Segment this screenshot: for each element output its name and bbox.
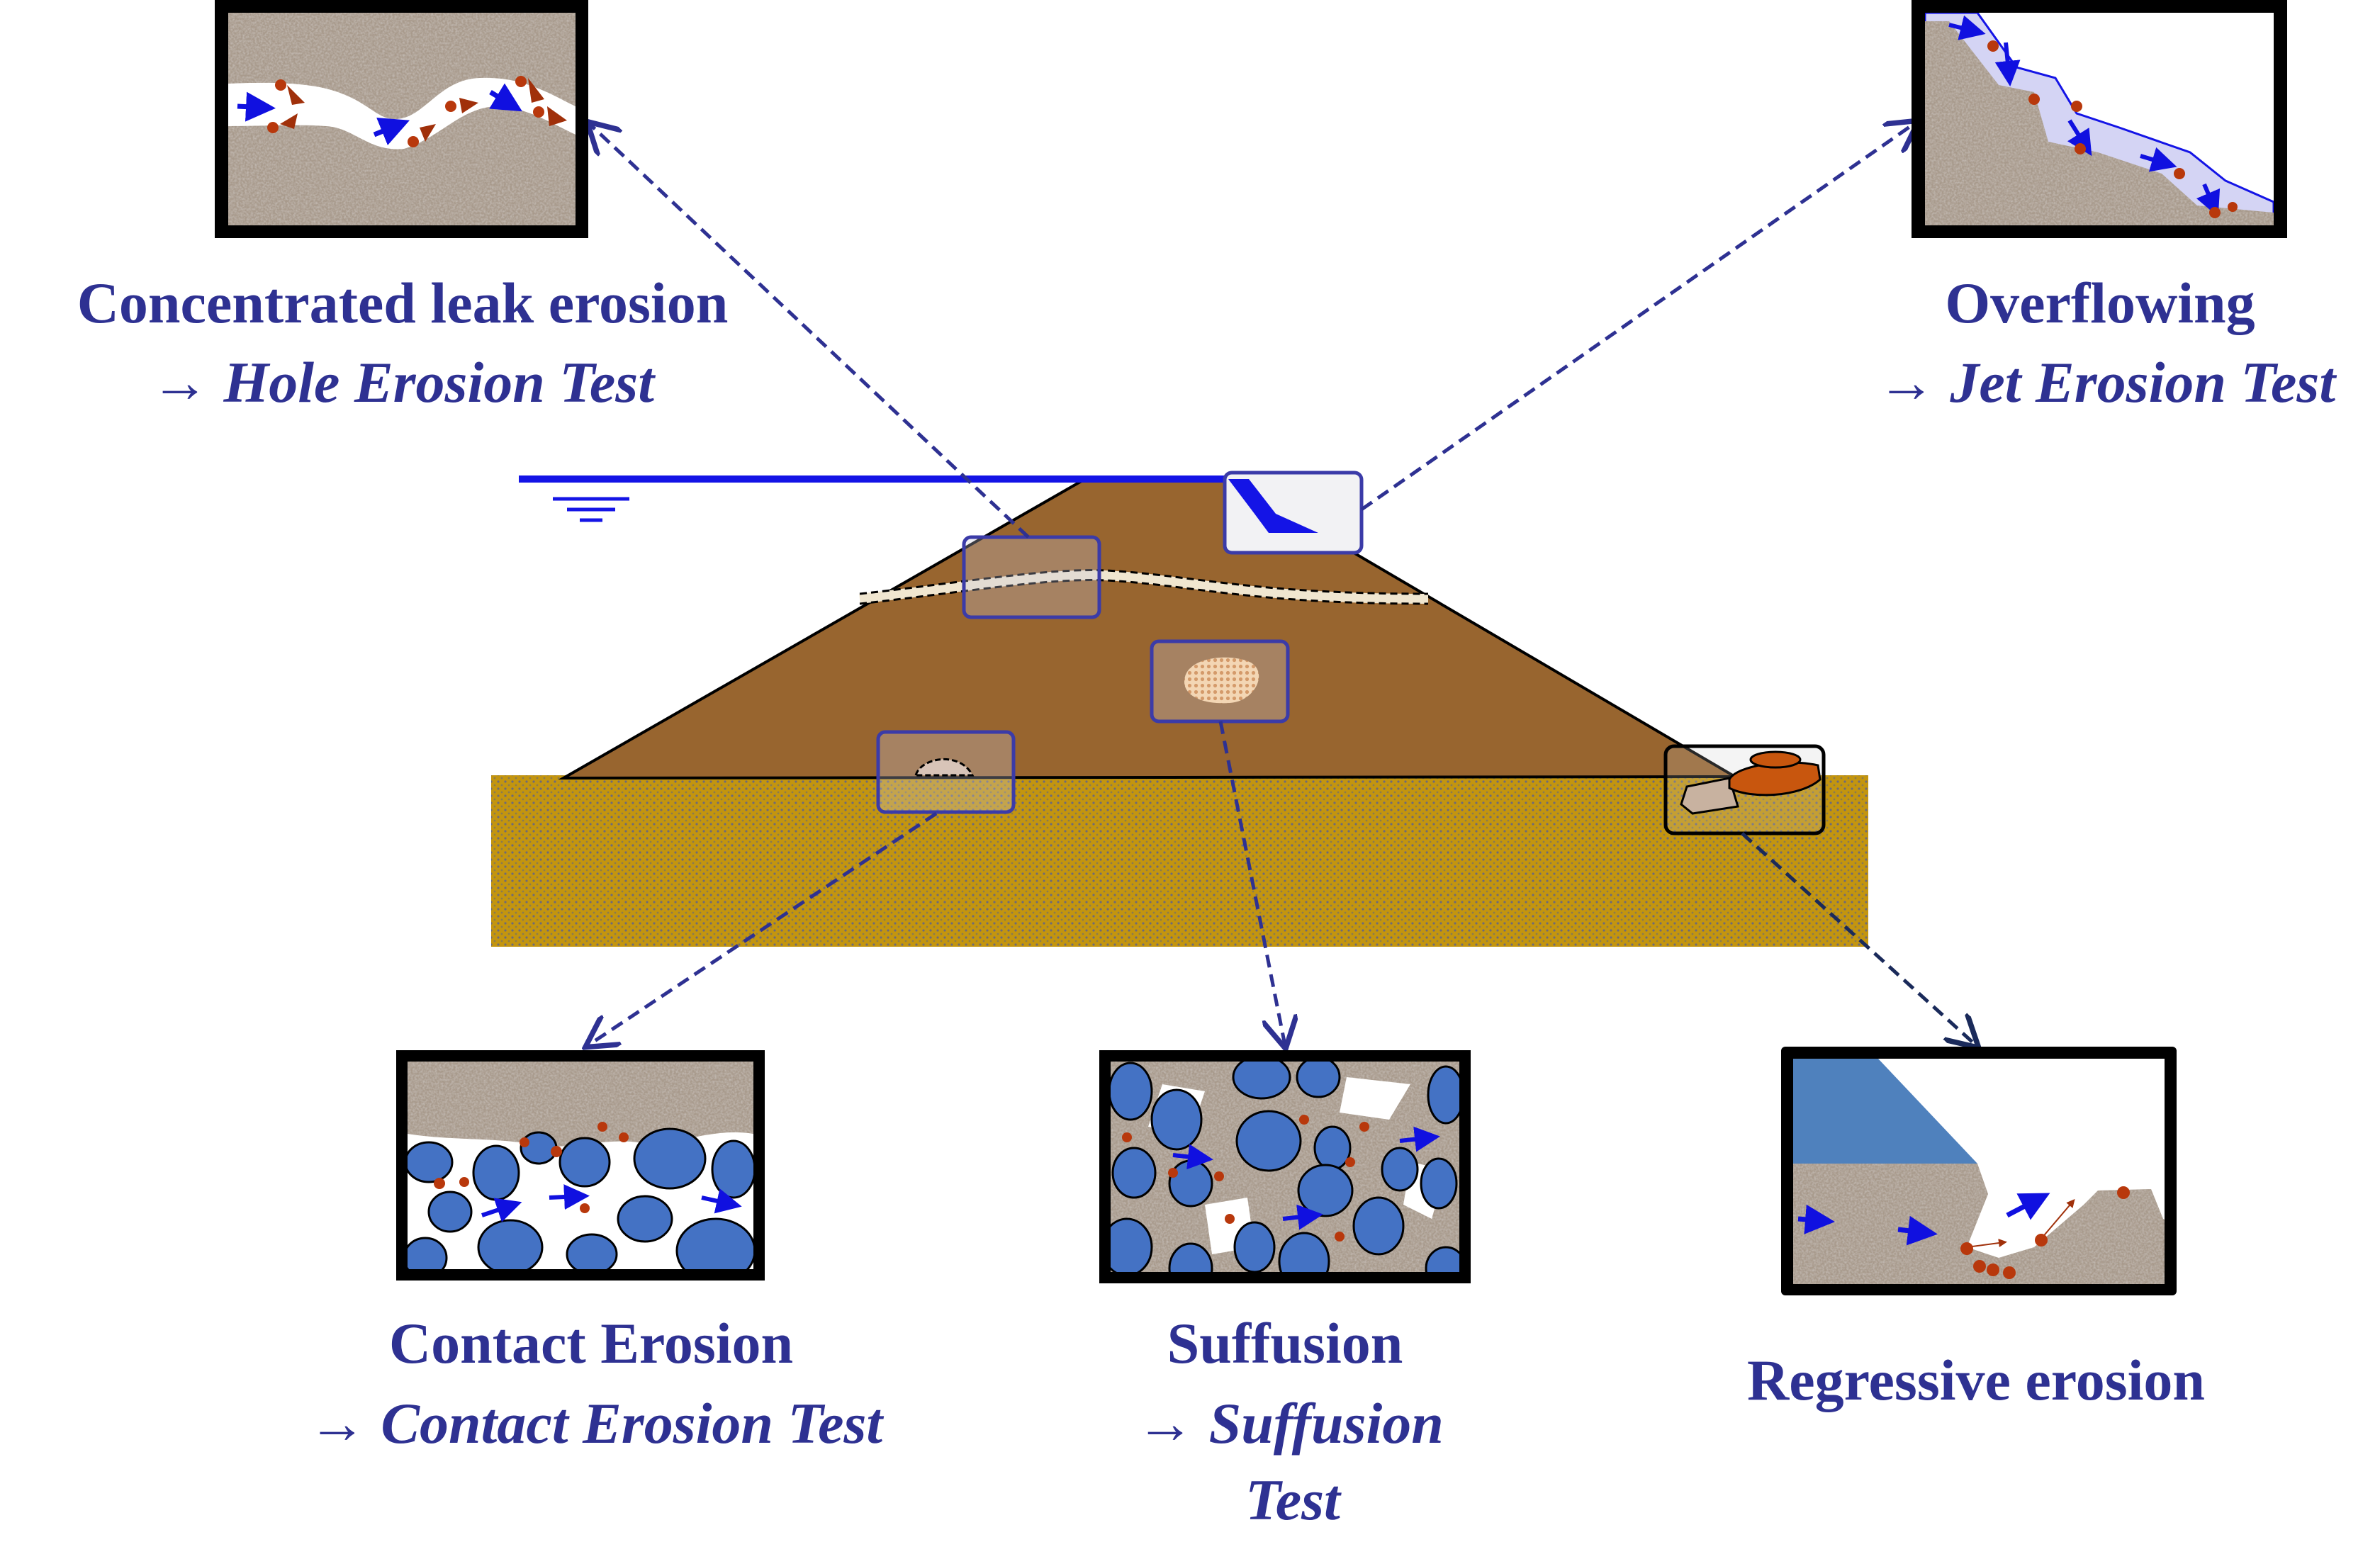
suffusion-test-label-line2: Test: [1245, 1468, 1342, 1532]
leak-seam: [859, 570, 1429, 604]
overflow-inset: [1912, 0, 2287, 238]
overflow-zone-marker: [1223, 471, 1364, 555]
connector-arrows: [588, 123, 1976, 1045]
arrow-to-suffusion: [1218, 721, 1285, 1045]
contact-zone-marker: [876, 730, 1016, 814]
arrow-to-contact: [588, 811, 938, 1045]
leak-seam-border-bottom: [859, 579, 1429, 605]
foundation-layer: [491, 775, 1868, 947]
regressive-inset: [1781, 1047, 2177, 1295]
dam-cross-section: [491, 475, 1868, 947]
regressive-zone-marker: [1663, 744, 1826, 835]
leak-zone-marker: [962, 535, 1101, 619]
suffusion-title: Suffusion: [1167, 1311, 1403, 1375]
arrow-to-overflow: [1360, 123, 1916, 512]
leak-test-label: → Hole Erosion Test: [151, 350, 656, 415]
contact-title: Contact Erosion: [389, 1311, 793, 1375]
suffusion-inset: [1099, 1050, 1471, 1283]
leak-title: Concentrated leak erosion: [77, 271, 729, 335]
leak-inset: [215, 0, 588, 238]
overflow-title: Overflowing: [1945, 271, 2255, 335]
leak-seam-border-top: [859, 569, 1429, 595]
suffusion-zone-marker: [1150, 639, 1290, 724]
arrow-to-leak: [590, 124, 1030, 539]
contact-test-label: → Contact Erosion Test: [308, 1391, 885, 1456]
dam-embankment: [558, 478, 1741, 780]
suffusion-test-label: → Suffusion: [1136, 1391, 1444, 1456]
water-level-symbol-icon: [553, 497, 629, 522]
arrow-to-regressive: [1741, 832, 1976, 1045]
overflow-test-label: → Jet Erosion Test: [1877, 350, 2337, 415]
contact-inset: [396, 1050, 765, 1281]
regressive-title: Regressive erosion: [1747, 1348, 2205, 1412]
